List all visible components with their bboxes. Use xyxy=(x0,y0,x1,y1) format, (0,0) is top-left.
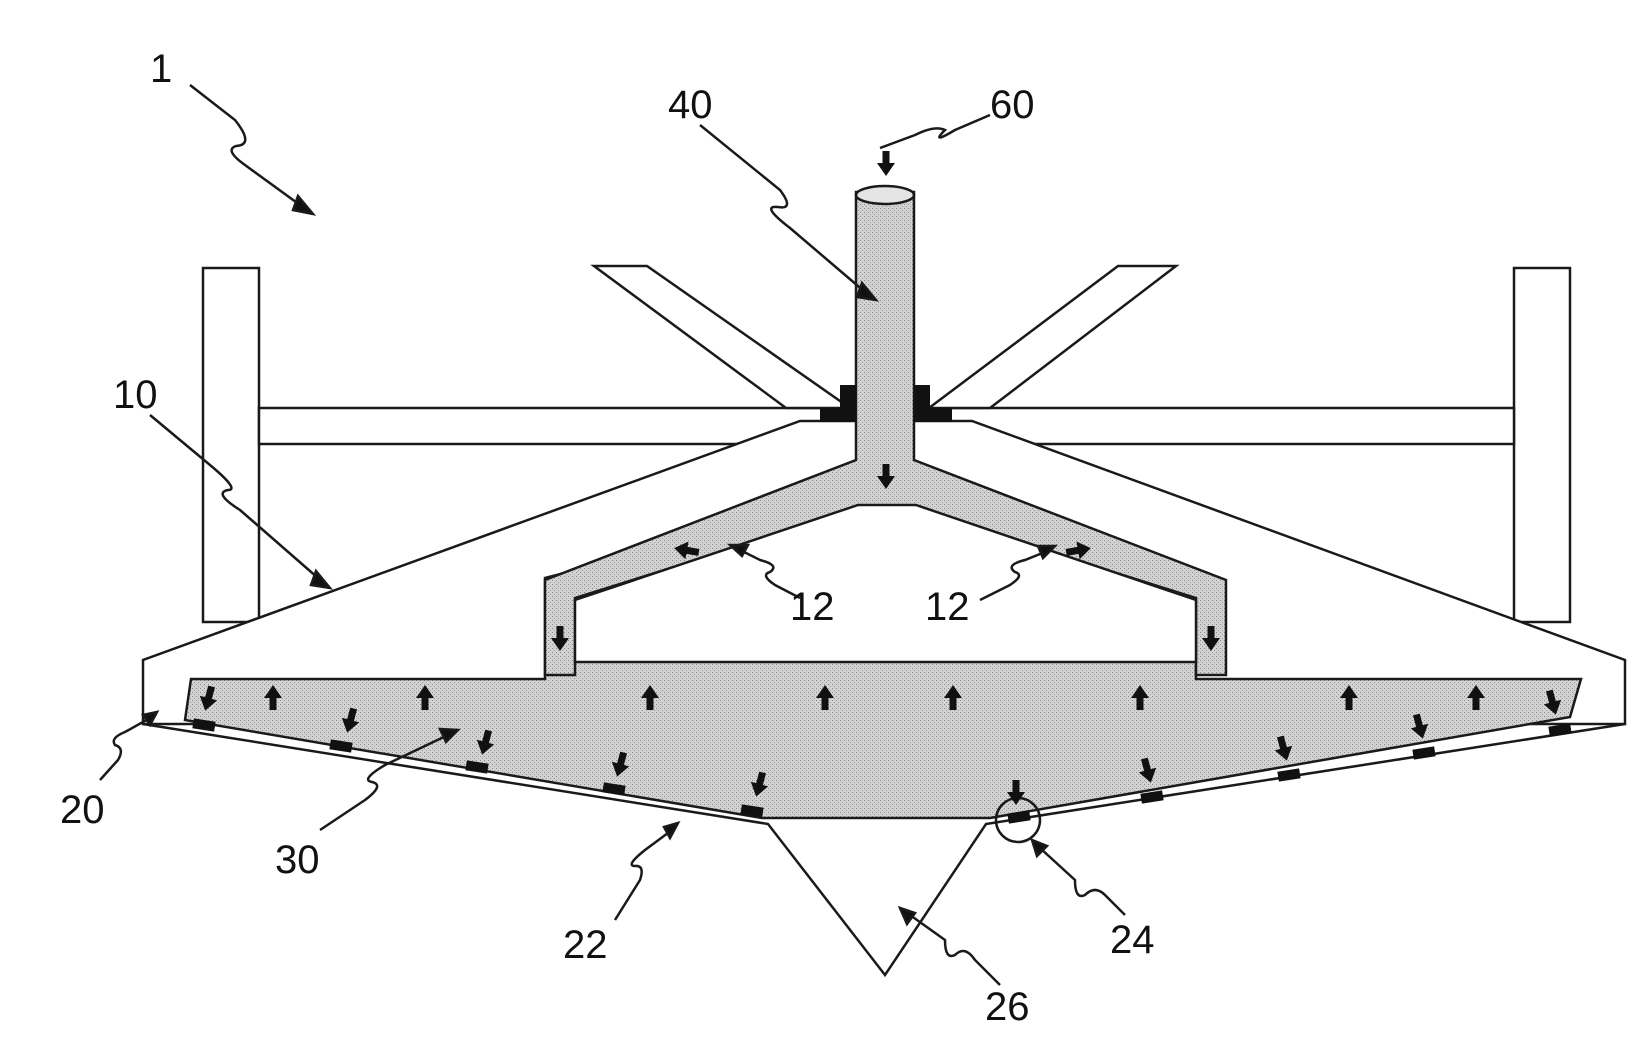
leader-inflow xyxy=(880,115,990,148)
right-strut xyxy=(929,266,1176,408)
nozzle-block xyxy=(1548,723,1571,736)
label-base: 20 xyxy=(60,788,105,832)
leader-membrane xyxy=(615,830,672,920)
label-apparatus: 1 xyxy=(150,47,172,91)
label-inlet-pipe: 40 xyxy=(668,83,713,127)
label-chamber: 30 xyxy=(275,838,320,882)
label-membrane: 22 xyxy=(563,923,608,967)
inflow-arrow xyxy=(877,151,895,176)
leader-housing-head xyxy=(311,571,330,588)
leader-apparatus xyxy=(190,85,300,205)
left-clamp-upper xyxy=(840,385,856,409)
leader-cone xyxy=(910,915,1000,985)
left-clamp-lower xyxy=(820,408,856,422)
right-clamp-upper xyxy=(914,385,930,409)
nozzle-block xyxy=(1412,746,1435,759)
leader-apparatus-head xyxy=(293,196,313,214)
label-channel-b: 12 xyxy=(925,585,970,629)
leader-inlet-pipe xyxy=(700,125,865,292)
nozzle-block xyxy=(1277,768,1300,781)
label-seal: 24 xyxy=(1110,918,1155,962)
leader-base xyxy=(100,718,150,780)
left-post xyxy=(203,268,259,622)
right-post xyxy=(1514,268,1570,622)
left-strut xyxy=(594,266,850,408)
label-inflow: 60 xyxy=(990,83,1035,127)
leader-cone-head xyxy=(900,908,915,924)
label-cone: 26 xyxy=(985,985,1030,1029)
leader-seal xyxy=(1040,848,1125,915)
pipe-opening xyxy=(856,186,914,204)
label-housing: 10 xyxy=(113,373,158,417)
label-channel-a: 12 xyxy=(790,585,835,629)
right-clamp-lower xyxy=(914,408,952,422)
